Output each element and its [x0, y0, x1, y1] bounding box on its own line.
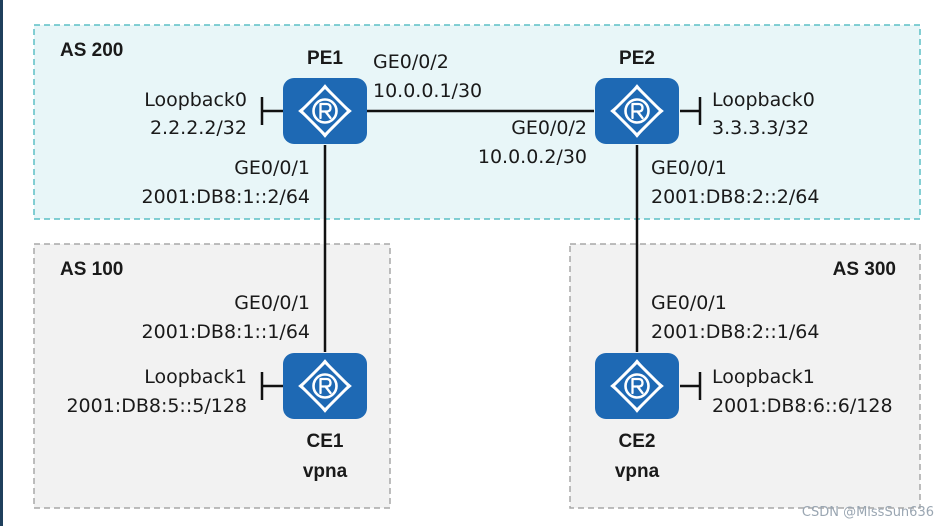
- as300-label: AS 300: [833, 259, 896, 280]
- pe2-name: PE2: [619, 48, 655, 69]
- pe2-ge001-addr: 2001:DB8:2::2/64: [651, 186, 819, 208]
- as300-area: [569, 243, 921, 509]
- ce2-loopback1-addr: 2001:DB8:6::6/128: [712, 395, 893, 417]
- pe2-ge002-name: GE0/0/2: [511, 117, 587, 139]
- router-ce2: [595, 353, 679, 419]
- as100-label: AS 100: [60, 259, 123, 280]
- router-pe2: [595, 78, 679, 144]
- pe1-loopback0-addr: 2.2.2.2/32: [150, 117, 247, 139]
- ce2-loopback1-name: Loopback1: [712, 366, 815, 388]
- router-pe1: [283, 78, 367, 144]
- ce2-name: CE2: [619, 431, 656, 452]
- ce2-vpn: vpna: [615, 461, 660, 482]
- pe1-ge001-name: GE0/0/1: [234, 157, 310, 179]
- ce2-ge001-addr: 2001:DB8:2::1/64: [651, 321, 819, 343]
- ce2-loopback-stub: [680, 372, 702, 400]
- pe1-name: PE1: [307, 48, 343, 69]
- as200-area: [33, 24, 921, 220]
- pe2-loopback0-name: Loopback0: [712, 89, 815, 111]
- pe1-loopback-stub: [260, 97, 283, 125]
- pe1-ge002-name: GE0/0/2: [373, 51, 449, 73]
- ce1-loopback1-name: Loopback1: [144, 366, 247, 388]
- ce1-loopback1-addr: 2001:DB8:5::5/128: [66, 395, 247, 417]
- ce1-vpn: vpna: [303, 461, 348, 482]
- pe2-loopback-stub: [680, 97, 702, 125]
- pe2-ge001-name: GE0/0/1: [651, 157, 727, 179]
- as200-label: AS 200: [60, 40, 123, 61]
- pe2-loopback0-addr: 3.3.3.3/32: [712, 117, 809, 139]
- watermark: CSDN @MissSun636: [802, 505, 934, 520]
- ce1-ge001-name: GE0/0/1: [234, 292, 310, 314]
- pe1-ge001-addr: 2001:DB8:1::2/64: [142, 186, 310, 208]
- left-edge-bar: [0, 0, 3, 526]
- pe1-loopback0-name: Loopback0: [144, 89, 247, 111]
- ce2-ge001-name: GE0/0/1: [651, 292, 727, 314]
- ce1-loopback-stub: [260, 372, 283, 400]
- router-ce1: [283, 353, 367, 419]
- pe2-ge002-addr: 10.0.0.2/30: [478, 146, 587, 168]
- pe1-ge002-addr: 10.0.0.1/30: [373, 80, 482, 102]
- ce1-name: CE1: [307, 431, 344, 452]
- ce1-ge001-addr: 2001:DB8:1::1/64: [142, 321, 310, 343]
